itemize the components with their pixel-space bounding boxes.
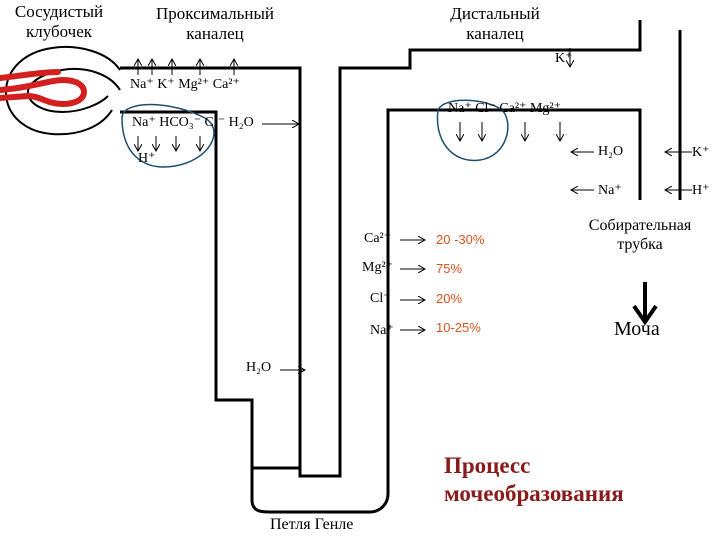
proximal-ions-row2: Na⁺ HCO₃⁻ Cl⁻ H₂O (132, 115, 254, 130)
loop-percent-na: 10-25% (436, 320, 481, 335)
distal-ions-row1: Na⁺ Cl⁻ Ca²⁺ Mg²⁺ (448, 101, 562, 116)
loop-ion-cl: Cl⁻ (370, 291, 391, 306)
distal-label-line1: Дистальный (450, 4, 540, 23)
urine-label: Моча (614, 318, 660, 340)
proximal-arrows (138, 60, 298, 150)
glomerulus-label: Сосудистый клубочек (4, 2, 114, 42)
loop-percent-ca: 20 -30% (436, 232, 485, 247)
collecting-ion-na: Na⁺ (598, 183, 622, 198)
glomerulus-capsule (4, 46, 121, 136)
proximal-tubule (120, 66, 302, 200)
collecting-label: Собирательная трубка (565, 216, 715, 254)
distal-label-line2: каналец (466, 24, 524, 43)
urine-arrow (632, 282, 658, 326)
loop-h2o: H₂O (246, 360, 272, 375)
glomerulus-vessel (0, 69, 88, 108)
glomerulus-label-line1: Сосудистый (14, 2, 104, 21)
loop-of-henle-label: Петля Генле (270, 516, 354, 533)
distal-ion-k: K⁺ (555, 51, 573, 66)
proximal-ions-row1: Na⁺ K⁺ Mg²⁺ Ca²⁺ (130, 77, 240, 92)
glomerulus-label-line2: клубочек (25, 22, 93, 41)
proximal-ions-row3: H⁺ (138, 151, 156, 166)
loop-ion-na: Na⁺ (370, 323, 394, 338)
proximal-label: Проксимальный каналец (140, 4, 290, 44)
page-title-line1: Процесс (444, 453, 531, 478)
proximal-label-line1: Проксимальный (156, 4, 274, 23)
collecting-ion-k: K⁺ (692, 145, 710, 160)
loop-percent-mg: 75% (436, 261, 463, 276)
collecting-label-line2: трубка (617, 236, 663, 253)
collecting-ion-h2o: H₂O (598, 144, 624, 159)
loop-ion-ca: Ca²⁺ (364, 231, 392, 246)
loop-of-henle (214, 20, 642, 514)
page-title-line2: мочеобразования (444, 481, 624, 506)
collecting-label-line1: Собирательная (588, 217, 692, 234)
loop-ion-mg: Mg²⁺ (362, 260, 394, 275)
distal-label: Дистальный каналец (430, 4, 560, 44)
highlight-circles (121, 99, 509, 168)
collecting-arrows (572, 152, 692, 190)
proximal-label-line2: каналец (186, 24, 244, 43)
loop-arrows (280, 240, 424, 370)
loop-percent-cl: 20% (436, 291, 463, 306)
distal-arrows (460, 48, 570, 140)
collecting-ion-h: H⁺ (692, 183, 710, 198)
page-title: Процесс мочеобразования (444, 452, 624, 508)
